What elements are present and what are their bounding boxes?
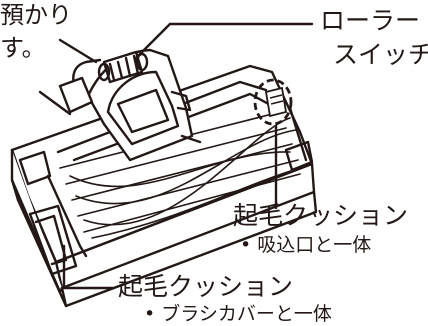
label-roller-switch-line1: ローラー [320,6,421,35]
cut-off-text-line1: 預かり [0,1,72,29]
roller-wheel [97,50,149,84]
label-cushion-intake-note: • 吸込口と一体 [240,234,372,256]
leader-roller-switch [134,22,314,60]
brush-roll [59,111,301,239]
leader-cushion-brush [62,244,116,290]
label-cushion-brush-note: • ブラシカバーと一体 [144,303,332,325]
label-cushion-brush: 起毛クッション [118,272,294,301]
label-cushion-intake: 起毛クッション [233,201,409,230]
roller-switch-marker [253,78,293,126]
left-end-cap [18,150,52,186]
cut-off-text-line2: す。 [0,34,46,62]
label-roller-switch-line2: スイッチ [333,40,428,69]
